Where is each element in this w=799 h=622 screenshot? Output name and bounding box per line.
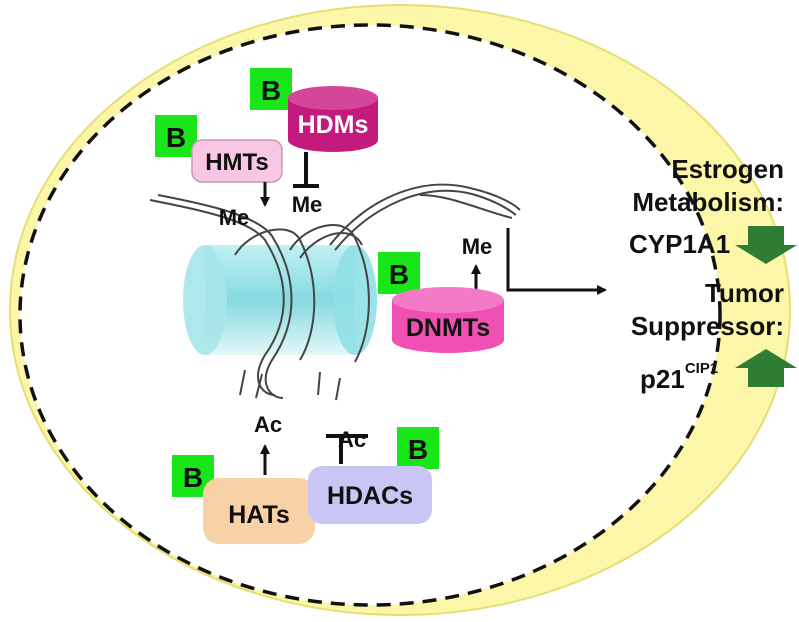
estrogen-heading-line1: Estrogen [671,154,784,184]
p21-base: p21 [640,364,685,394]
dna-strand [149,183,521,401]
hats-group: Ac B HATs [172,412,315,544]
hdms-group: B HDMs Me [250,68,378,217]
p21-label: p21CIP1 [640,360,718,395]
b-label-hats: B [183,462,203,493]
hdacs-label: HDACs [327,482,413,510]
tumor-heading-line2: Suppressor: [630,311,784,341]
dnmts-group: B Me DNMTs [378,234,504,353]
b-label-hmts: B [166,122,186,153]
b-label-hdms: B [261,75,281,106]
p21-superscript: CIP1 [684,360,719,377]
hmts-group: B HMTs Me [155,115,283,230]
down-arrow-icon [735,226,797,264]
hats-label: HATs [228,501,290,529]
gene-output-arrow [506,228,607,295]
tumor-heading-line1: Tumor [705,278,784,308]
histone-core [183,245,377,355]
b-label-hdacs: B [408,434,428,465]
estrogen-heading-line2: Metabolism: [632,187,784,217]
hdacs-group: Ac B HDACs [308,427,439,524]
ac-mark-hats: Ac [254,412,282,437]
hmts-label: HMTs [205,149,269,176]
up-arrow-icon [735,349,797,387]
me-mark-hmts: Me [219,205,250,230]
me-mark-dnmts: Me [462,234,493,259]
dnmts-label: DNMTs [406,314,490,342]
estrogen-heading: Estrogen Metabolism: [560,153,784,219]
cyp1a1-label: CYP1A1 [629,229,731,259]
tumor-heading: Tumor Suppressor: [560,277,784,343]
hdms-label: HDMs [298,111,369,139]
me-mark-hdms: Me [292,192,323,217]
b-label-dnmts: B [389,259,409,290]
